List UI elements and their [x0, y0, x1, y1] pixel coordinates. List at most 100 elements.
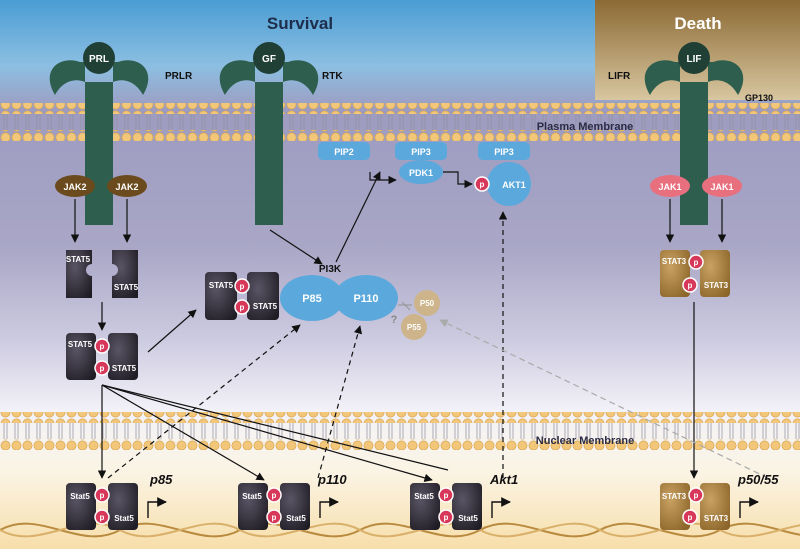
stat5-to-akt1-gene [101, 384, 433, 482]
stat5-to-pi3k-arrow [147, 309, 197, 353]
p85-subunit [280, 275, 344, 321]
stat3-nuc-a: STAT3 [662, 492, 687, 501]
stat5-branch-line [101, 384, 449, 471]
pip2-label: PIP2 [334, 147, 354, 157]
stat3-dimer-cytoplasm [660, 250, 730, 297]
jak1-left [650, 175, 690, 197]
jak1-right [702, 175, 742, 197]
question-mark: ? [391, 314, 398, 326]
phospho-5: p [694, 258, 699, 267]
stat5-pi3k-b-label: STAT5 [253, 302, 278, 311]
rtk-label: RTK [322, 71, 343, 82]
stat5-monomers [66, 250, 138, 298]
jak2-right-label: JAK2 [115, 182, 138, 192]
phospho-9: p [272, 491, 277, 500]
phospho-akt: p [480, 180, 485, 189]
stat5-nuc-2b: Stat5 [286, 514, 306, 523]
phospho-6: p [688, 281, 693, 290]
stat5-dimer-b-label: STAT5 [112, 364, 137, 373]
p110-subunit [334, 275, 398, 321]
rtk-receptor [219, 42, 319, 226]
phospho-14: p [688, 513, 693, 522]
stat5-monomer-a: STAT5 [66, 255, 91, 264]
stat3-b-label: STAT3 [704, 281, 729, 290]
phospho-3: p [240, 282, 245, 291]
stat5-nuc-2a: Stat5 [242, 492, 262, 501]
prlr-receptor [49, 42, 149, 226]
gp130-label: GP130 [745, 93, 773, 103]
pdk1-to-akt1-arrow [443, 171, 473, 189]
phospho-1: p [100, 342, 105, 351]
phospho-8: p [100, 513, 105, 522]
phospho-4: p [240, 303, 245, 312]
p55-label: P55 [407, 323, 422, 332]
jak1-left-label: JAK1 [658, 182, 681, 192]
phospho-10: p [272, 513, 277, 522]
gf-ligand [253, 42, 285, 74]
p50-55-expression-arrow [439, 319, 769, 479]
akt1-phospho [474, 176, 490, 192]
stat5-nuc-3b: Stat5 [458, 514, 478, 523]
jak2-right [107, 175, 147, 197]
lif-ligand-label: LIF [687, 54, 702, 65]
gene-akt1: Akt1 [489, 472, 518, 487]
gene-p50-55: p50/55 [737, 472, 779, 487]
stat5-dimer-pi3k [205, 272, 279, 320]
tss-p85 [147, 497, 167, 518]
plasma-membrane-label: Plasma Membrane [537, 121, 634, 133]
gf-ligand-label: GF [262, 54, 276, 65]
gene-p85: p85 [149, 472, 173, 487]
pdk1-label: PDK1 [409, 168, 433, 178]
akt1 [487, 162, 531, 206]
survival-heading: Survival [267, 14, 333, 33]
prl-ligand [83, 42, 115, 74]
pip3-label-2: PIP3 [494, 147, 514, 157]
phospho-12: p [444, 513, 449, 522]
phospho-2: p [100, 364, 105, 373]
pip3-box-1 [395, 142, 447, 160]
stat5-nuclear-p85 [66, 483, 138, 530]
lifr-label: LIFR [608, 71, 631, 82]
stat5-dimer-a-label: STAT5 [68, 340, 93, 349]
rtk-to-pi3k-arrow [269, 229, 323, 265]
p85-expression-arrow [107, 324, 301, 479]
pip2-to-pip3-arrow [369, 172, 397, 185]
pip3-box-2 [478, 142, 530, 160]
inhibition-line [401, 301, 411, 311]
phospho-11: p [444, 491, 449, 500]
p85-label: P85 [302, 293, 322, 305]
stat5-nuclear-akt1 [410, 483, 482, 530]
nuclear-membrane-label: Nuclear Membrane [536, 435, 634, 447]
p110-label: P110 [353, 293, 378, 305]
pi3k-label: PI3K [319, 264, 342, 275]
p55-subunit [401, 314, 427, 340]
tss-p110 [319, 497, 339, 518]
lifr-receptor [644, 42, 744, 226]
pi3k-to-pip3-arrow [335, 171, 381, 263]
p50-label: P50 [420, 299, 435, 308]
stat3-nuclear [660, 483, 730, 530]
stat5-pi3k-a-label: STAT5 [209, 281, 234, 290]
pip3-label-1: PIP3 [411, 147, 431, 157]
stat3-nuc-b: STAT3 [704, 514, 729, 523]
plasma-membrane [0, 103, 800, 141]
pdk1 [399, 160, 443, 184]
prl-ligand-label: PRL [89, 54, 109, 65]
lif-ligand [678, 42, 710, 74]
jak2-left-label: JAK2 [63, 182, 86, 192]
prlr-label: PRLR [165, 71, 193, 82]
phospho-13: p [694, 491, 699, 500]
nuclear-membrane [0, 412, 800, 450]
tss-akt1 [491, 497, 511, 518]
stat5-monomer-b: STAT5 [114, 283, 139, 292]
jak1-right-label: JAK1 [710, 182, 733, 192]
stat5-nuc-1a: Stat5 [70, 492, 90, 501]
p50-subunit [414, 290, 440, 316]
tss-p50-55 [739, 497, 759, 518]
stat3-a-label: STAT3 [662, 257, 687, 266]
akt1-label: AKT1 [502, 180, 526, 190]
death-heading: Death [674, 14, 721, 33]
stat5-nuc-1b: Stat5 [114, 514, 134, 523]
jak2-left [55, 175, 95, 197]
